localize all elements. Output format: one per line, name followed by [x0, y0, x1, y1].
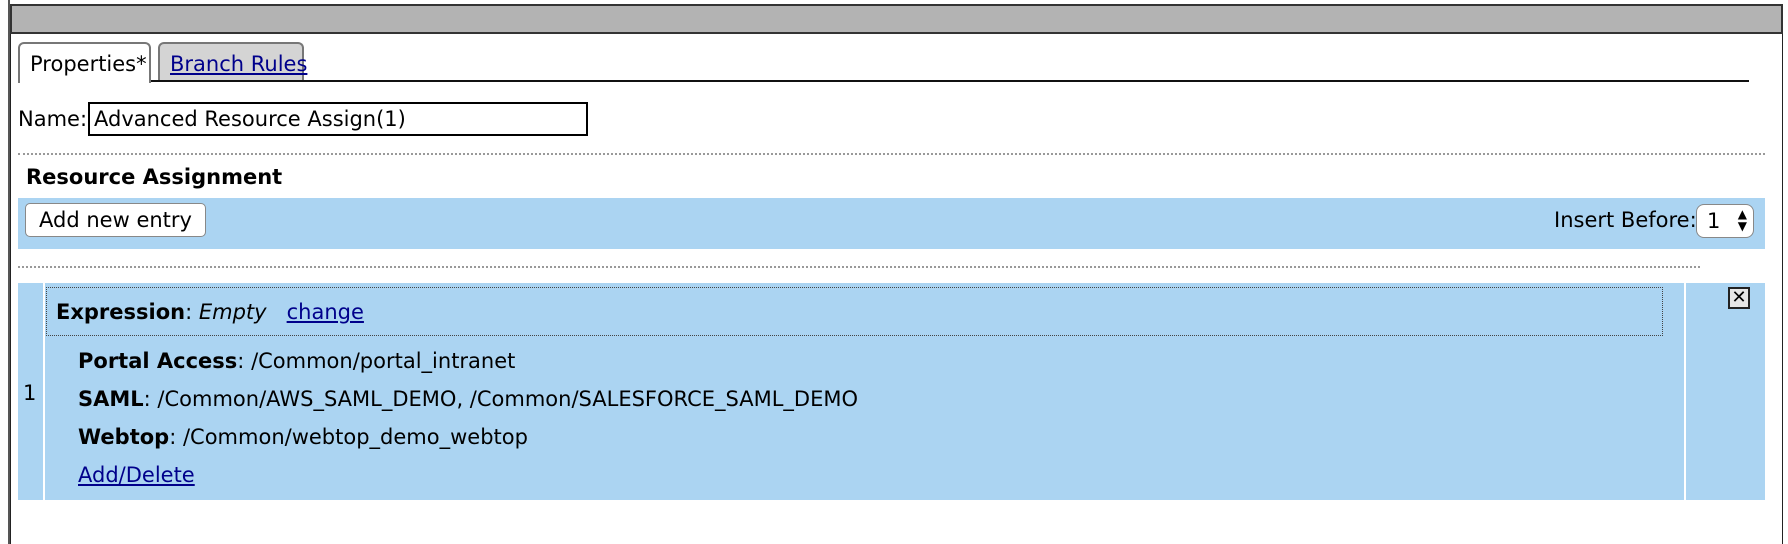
- dialog-titlebar[interactable]: [10, 4, 1783, 34]
- resource-entry: 1 Expression: Empty change Portal Access…: [18, 283, 1765, 500]
- insert-before-label: Insert Before:: [1554, 208, 1697, 232]
- separator: [18, 153, 1765, 155]
- expression-label: Expression: [56, 300, 186, 324]
- tab-properties[interactable]: Properties*: [18, 42, 151, 83]
- entry-index: 1: [23, 381, 37, 405]
- insert-before-value: 1: [1707, 209, 1721, 233]
- tab-properties-label: Properties*: [30, 52, 147, 76]
- resource-line: Webtop: /Common/webtop_demo_webtop: [78, 425, 528, 449]
- section-title: Resource Assignment: [26, 165, 283, 189]
- updown-arrows-icon: ▲▼: [1737, 207, 1747, 233]
- tab-divider: [18, 80, 1749, 82]
- tab-branch-rules-label[interactable]: Branch Rules: [170, 52, 308, 76]
- resource-value: /Common/portal_intranet: [251, 349, 516, 373]
- separator: [18, 266, 1700, 268]
- tab-branch-rules[interactable]: Branch Rules: [158, 42, 308, 80]
- resource-label: SAML: [78, 387, 144, 411]
- entry-index-cell: 1: [18, 283, 45, 500]
- add-delete-link[interactable]: Add/Delete: [78, 463, 195, 487]
- expression-change-link[interactable]: change: [286, 300, 364, 324]
- resource-toolbar: Add new entry Insert Before: 1 ▲▼: [18, 198, 1765, 249]
- name-input[interactable]: [88, 102, 588, 136]
- expression-value: Empty: [198, 300, 267, 324]
- entry-content: Expression: Empty change Portal Access: …: [45, 283, 1686, 500]
- insert-before-select[interactable]: 1 ▲▼: [1696, 204, 1754, 238]
- resource-value: /Common/AWS_SAML_DEMO, /Common/SALESFORC…: [157, 387, 858, 411]
- resource-label: Webtop: [78, 425, 170, 449]
- resource-value: /Common/webtop_demo_webtop: [182, 425, 528, 449]
- resource-line: Portal Access: /Common/portal_intranet: [78, 349, 516, 373]
- window-left-edge: [0, 0, 10, 544]
- add-new-entry-button[interactable]: Add new entry: [25, 203, 206, 237]
- name-label: Name:: [18, 107, 88, 131]
- resource-line: SAML: /Common/AWS_SAML_DEMO, /Common/SAL…: [78, 387, 858, 411]
- expression-box: Expression: Empty change: [46, 287, 1663, 336]
- close-icon[interactable]: ✕: [1728, 287, 1750, 309]
- resource-label: Portal Access: [78, 349, 238, 373]
